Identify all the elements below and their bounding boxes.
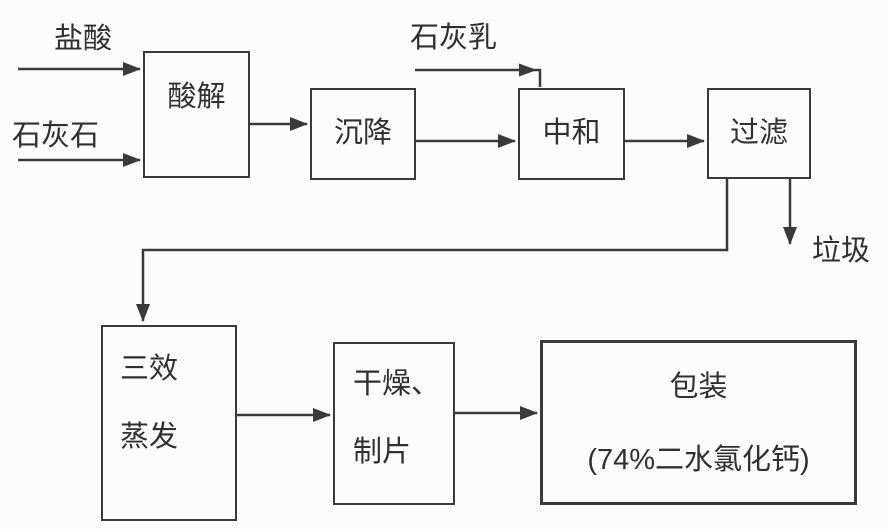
process-box-sedimentation: 沉降 xyxy=(310,88,416,180)
process-box-label-line2: 制片 xyxy=(353,435,412,468)
process-box-acidolysis: 酸解 xyxy=(143,51,250,178)
process-box-label-line2: (74%二水氯化钙) xyxy=(587,443,810,476)
label-limestone: 石灰石 xyxy=(12,120,100,152)
label-lime-milk: 石灰乳 xyxy=(410,22,498,54)
process-box-label-line1: 干燥、 xyxy=(353,368,441,400)
process-box-label: 沉降 xyxy=(333,117,392,150)
process-box-label: 中和 xyxy=(542,117,601,150)
arrow-lime-milk-to-neutralization xyxy=(415,68,542,87)
process-box-filtration: 过滤 xyxy=(707,88,811,179)
process-box-drying-tableting: 干燥、 制片 xyxy=(333,342,455,505)
label-hydrochloric-acid: 盐酸 xyxy=(54,23,113,55)
process-box-label: 酸解 xyxy=(167,81,226,113)
process-box-triple-effect-evaporation: 三效 蒸发 xyxy=(101,325,237,521)
process-box-label: 过滤 xyxy=(729,116,788,149)
process-box-neutralization: 中和 xyxy=(518,88,625,180)
label-waste: 垃圾 xyxy=(812,235,871,267)
process-box-label-line2: 蒸发 xyxy=(120,420,179,453)
process-box-label-line1: 三效 xyxy=(120,353,179,385)
process-box-packaging: 包装 (74%二水氯化钙) xyxy=(540,340,857,505)
lime-milk-arrowhead-icon xyxy=(519,63,537,77)
process-box-label-line1: 包装 xyxy=(669,371,728,403)
connector-filtration-to-evaporation xyxy=(136,179,729,322)
